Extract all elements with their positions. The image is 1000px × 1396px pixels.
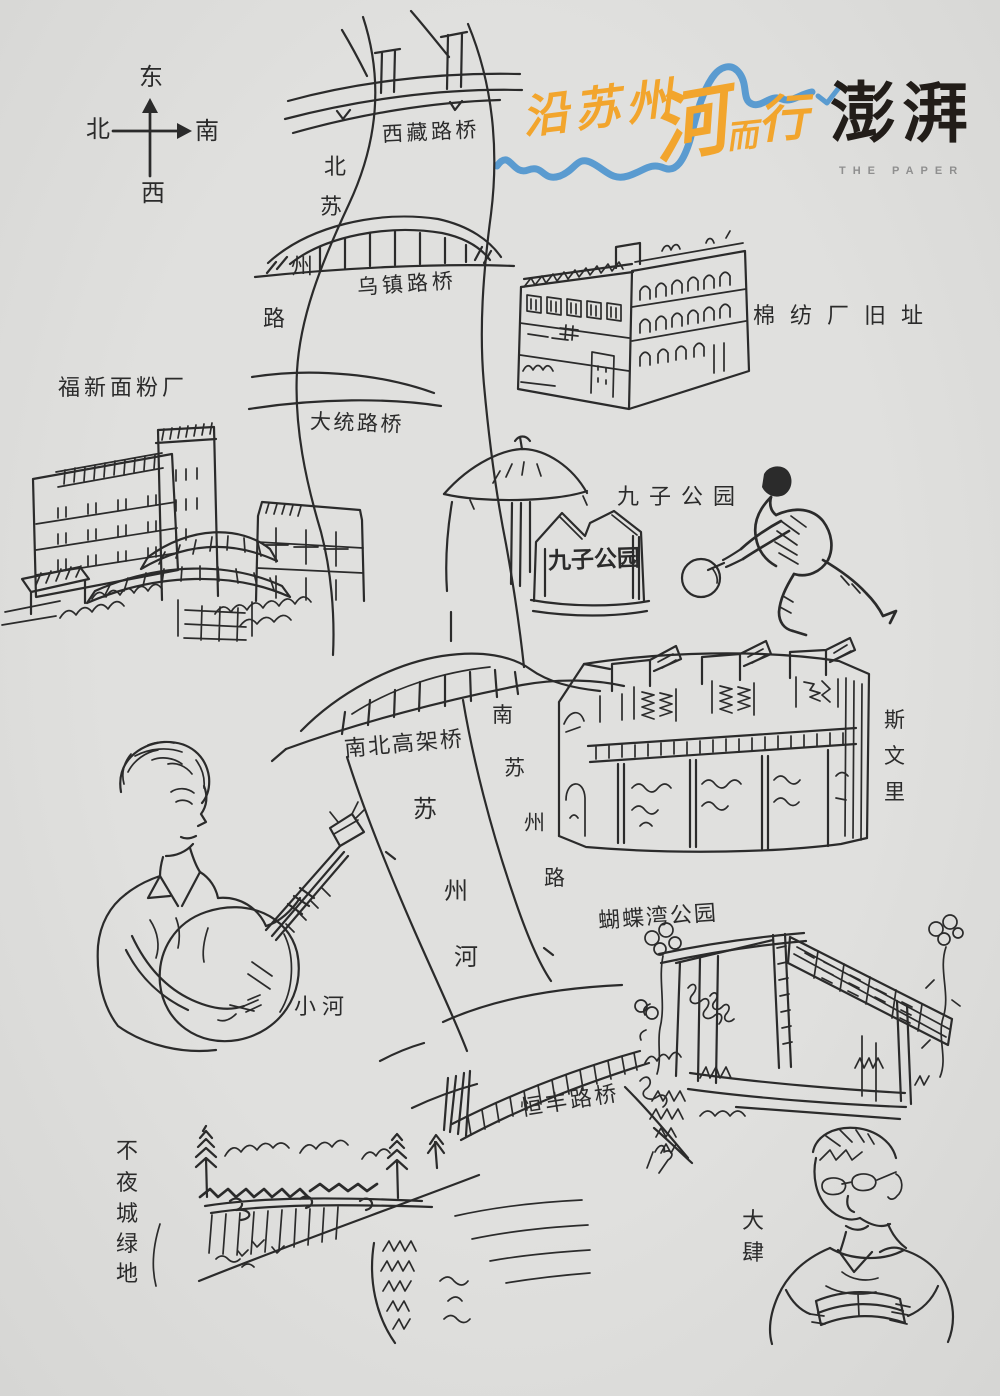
label-char: 河 [454,945,478,971]
label-bridge-xizang: 西藏路桥 [381,117,481,147]
label-jiuzi-park: 九子公园 [617,484,746,509]
label-char: 苏 [413,797,437,823]
label-char: 州 [444,879,468,905]
label-char: 苏 [320,194,343,219]
bridge-viaduct-sketch [270,652,626,763]
logo-river-wave [493,63,844,181]
label-char: 北 [324,154,347,179]
jiuzi-gate-sign: 九子公园 [547,545,641,574]
figure-musician-sketch [96,740,366,1053]
figure-ball-player-sketch [680,466,898,637]
building-siwenli-sketch [557,636,871,853]
label-char: 苏 [504,756,525,780]
greenery-buyecheng-sketch [152,1124,591,1345]
bridge-hengfeng-sketch [442,1049,651,1142]
logo-title-seg3: 而 [724,116,760,156]
bridge-wuzhen-sketch [253,215,516,279]
figure-reader-sketch [768,1126,954,1346]
compass-label-north: 北 [86,117,110,143]
pavilion-jiuzi-sketch [442,435,651,643]
label-flour-mill: 福新面粉厂 [58,375,189,400]
label-char: 州 [291,254,314,279]
bridge-datong-sketch [247,371,443,411]
compass-label-east: 东 [139,65,163,91]
label-bridge-datong: 大统路桥 [309,409,405,437]
label-char: 文 [884,744,905,768]
suzhou-river-banks [197,15,694,1283]
label-char: 绿 [116,1231,139,1256]
label-char: 地 [116,1261,139,1286]
bridge-xizang-sketch [283,9,524,135]
building-flour-mill-sketch [1,422,366,642]
label-char: 南 [492,703,513,727]
label-char: 斯 [884,708,905,732]
building-cotton-mill-sketch [516,230,751,411]
structure-butterfly-bay-sketch [634,914,964,1121]
compass-rose [111,98,192,178]
label-char: 夜 [116,1170,139,1195]
label-char: 城 [116,1201,139,1226]
compass-label-south: 南 [195,119,219,145]
logo-brand-name: 澎湃 [830,78,974,151]
shrubs-river-bend-sketch [639,1051,686,1174]
logo-title-seg2: 河 [645,78,735,174]
label-cotton-mill: 棉纺厂旧址 [753,303,939,328]
label-char: 里 [884,780,905,804]
logo-brand-subtitle: THE PAPER [839,165,965,177]
label-char: 州 [524,811,545,835]
label-char: 不 [116,1138,139,1163]
compass-label-west: 西 [141,181,165,207]
label-char: 路 [263,306,286,331]
label-char: 肆 [742,1240,765,1265]
label-char: 路 [544,866,565,890]
label-musician-xiaohe: 小河 [294,994,351,1019]
label-char: 大 [742,1208,765,1233]
logo-title-seg4: 行 [756,89,810,149]
